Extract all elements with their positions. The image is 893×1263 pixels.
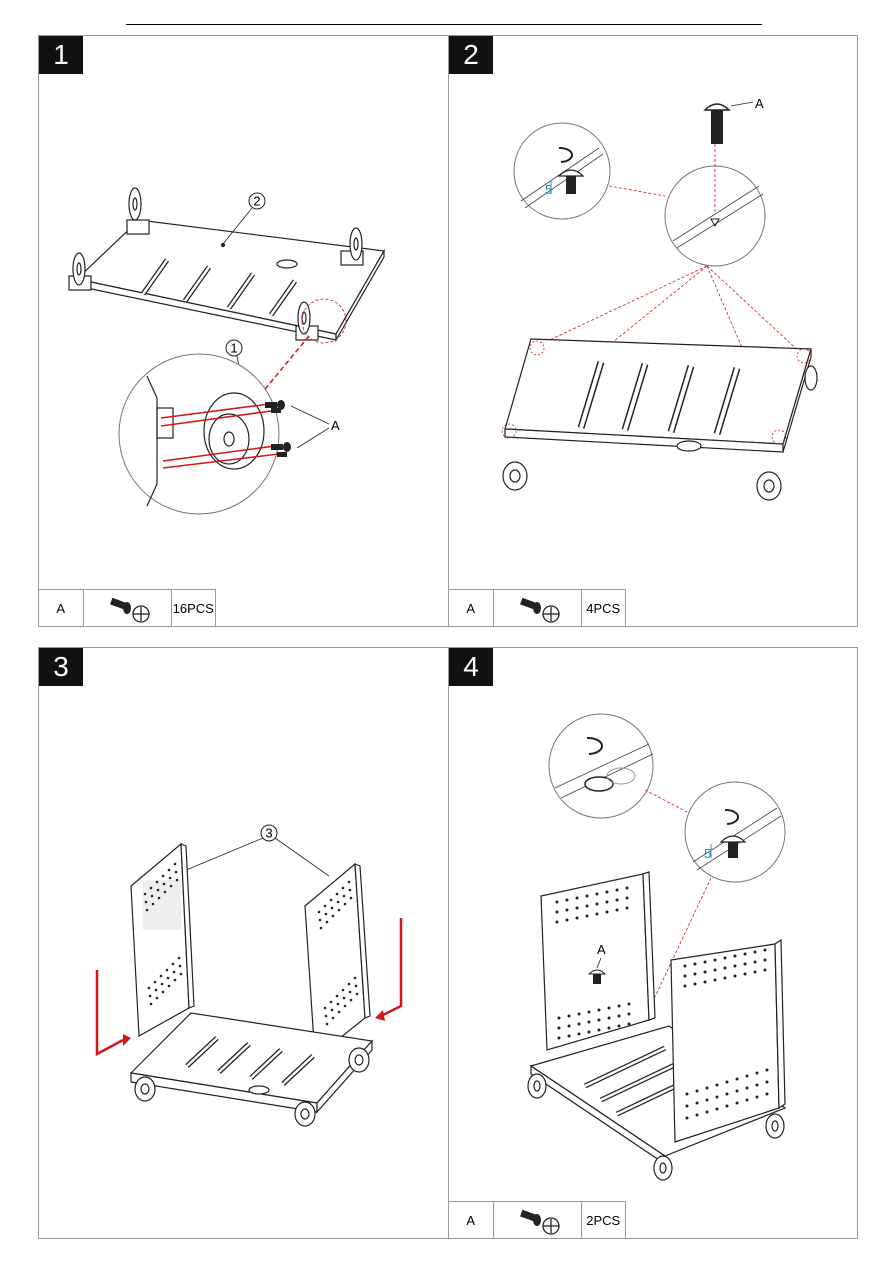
callout-fastener-a: A (597, 942, 606, 957)
step-1-illustration: 2 1 A (39, 36, 449, 627)
base-tray-icon (77, 220, 384, 340)
part-qty: 2PCS (582, 1202, 626, 1239)
screw-icon (507, 594, 567, 624)
step-number: 2 (449, 36, 493, 74)
step-4-panel: 5 A (448, 647, 858, 1239)
step-3-panel: 3 (38, 647, 449, 1239)
callout-part-1: 1 (230, 341, 237, 356)
callout-fastener-a: A (755, 96, 764, 111)
screw-icon (705, 104, 729, 144)
header-rule (126, 24, 762, 25)
step-4-illustration: 5 A (449, 648, 858, 1239)
screw-icon (97, 594, 157, 624)
part-icon-cell (494, 590, 582, 627)
screw-icon (507, 1206, 567, 1236)
parts-table: A 16PCS (39, 589, 216, 627)
part-qty: 16PCS (172, 590, 216, 627)
step-2-illustration: A 5 (449, 36, 858, 627)
callout-part-2: 2 (253, 194, 260, 209)
part-code: A (39, 590, 84, 627)
side-panel-icon (541, 872, 655, 1050)
parts-table: A 4PCS (449, 589, 626, 627)
callout-part-3: 3 (265, 826, 272, 841)
side-panel-icon (131, 844, 194, 1036)
part-icon-cell (494, 1202, 582, 1239)
step-3-illustration: 3 (39, 648, 449, 1239)
part-qty: 4PCS (582, 590, 626, 627)
step-number: 4 (449, 648, 493, 686)
part-code: A (449, 1202, 494, 1239)
step-2-panel: A 5 (448, 35, 858, 627)
part-code: A (449, 590, 494, 627)
base-tray-icon (505, 339, 811, 452)
part-icon-cell (84, 590, 172, 627)
side-panel-icon (671, 940, 785, 1142)
callout-offset: 5 (704, 846, 711, 861)
callout-fastener-a: A (331, 418, 340, 433)
step-1-panel: 2 1 A 1 A (38, 35, 449, 627)
callout-offset: 5 (545, 182, 552, 197)
step-number: 3 (39, 648, 83, 686)
step-number: 1 (39, 36, 83, 74)
parts-table: A 2PCS (449, 1201, 626, 1239)
